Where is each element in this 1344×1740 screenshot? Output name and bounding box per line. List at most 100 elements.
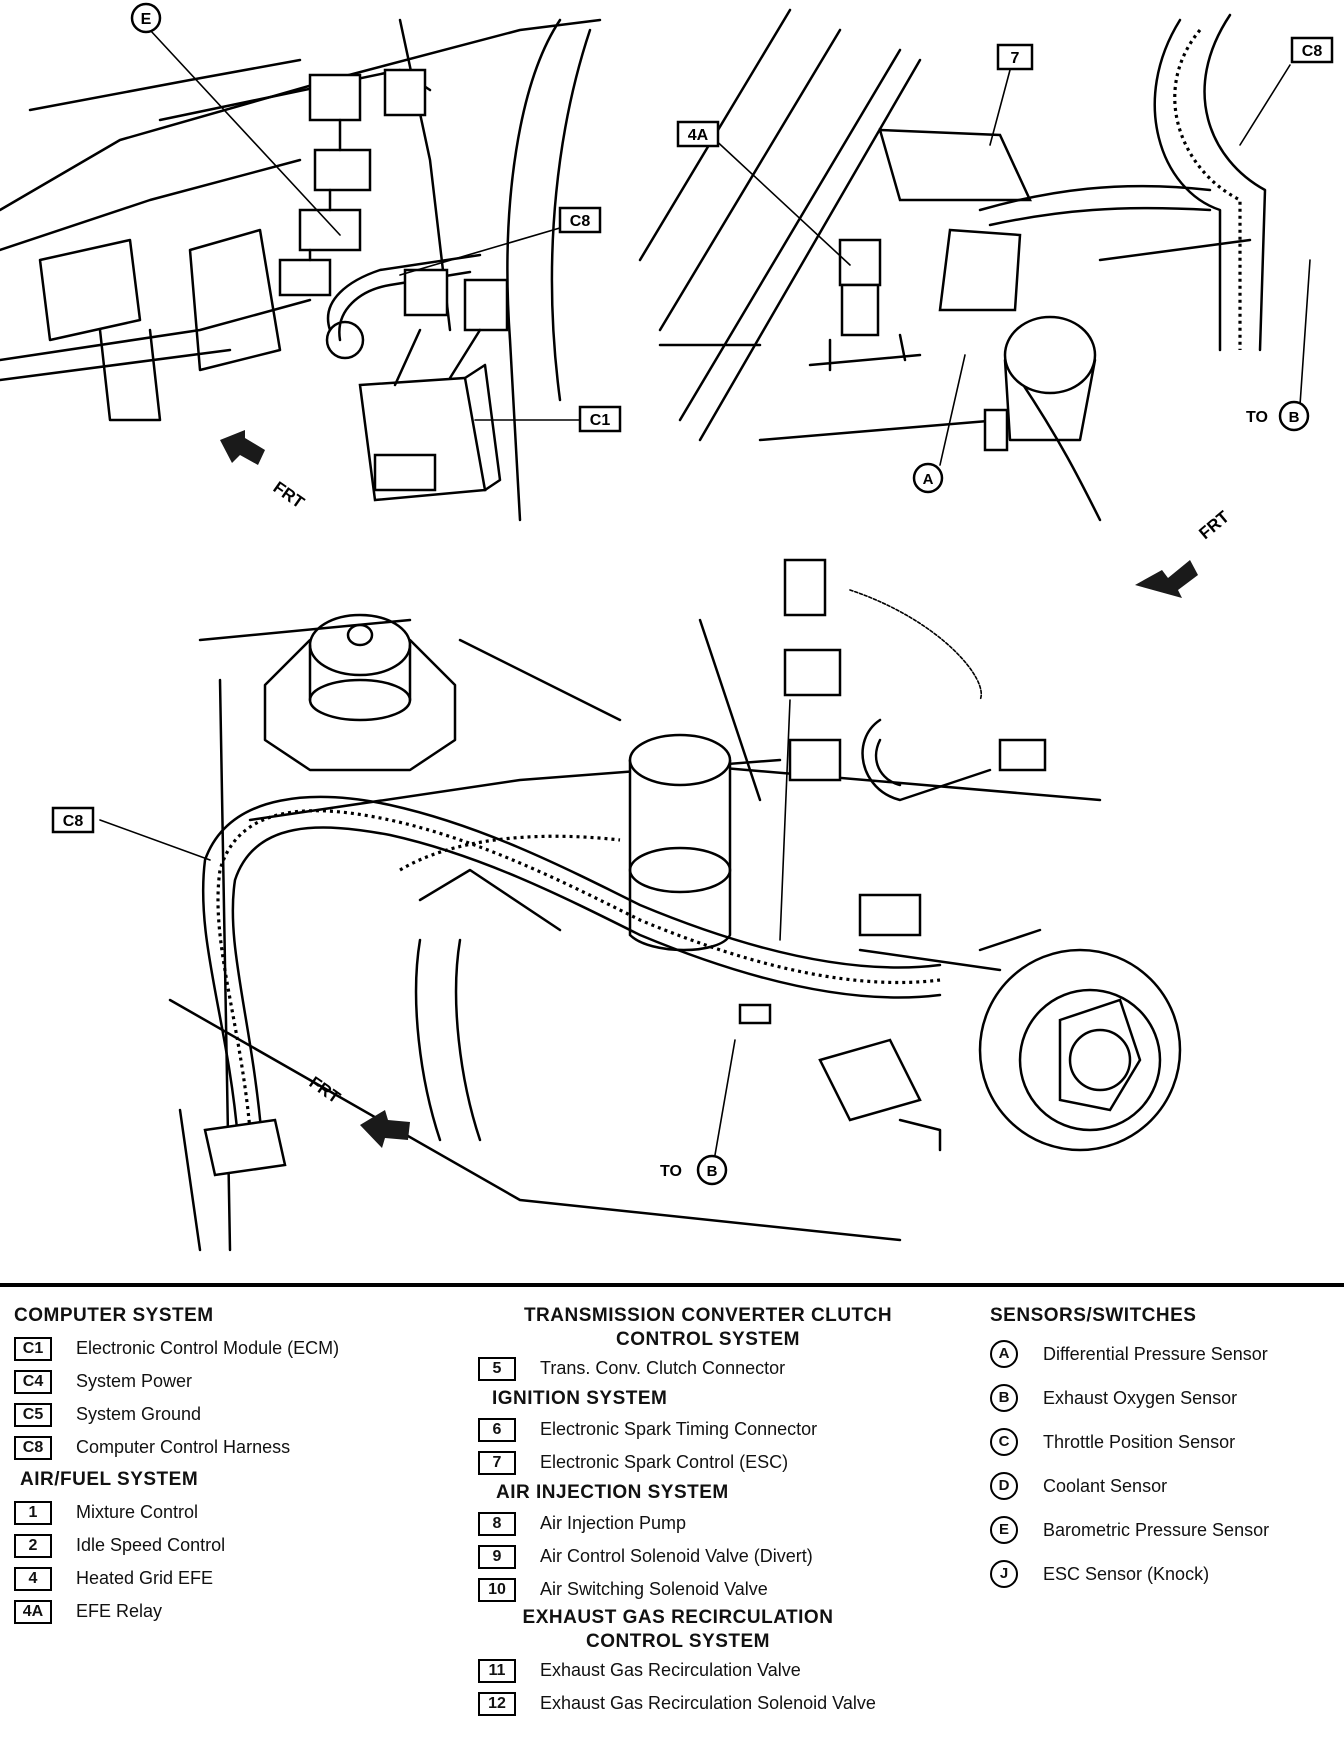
legend-item: 7 Electronic Spark Control (ESC)	[478, 1446, 958, 1479]
legend-item: 9 Air Control Solenoid Valve (Divert)	[478, 1540, 958, 1573]
legend-item-label: System Ground	[76, 1404, 202, 1424]
legend-item: E Barometric Pressure Sensor	[990, 1508, 1330, 1552]
legend-item-label: Air Injection Pump	[540, 1513, 687, 1533]
panel-firewall-relay: 7 4A C8 A TO B FRT	[638, 8, 1334, 598]
legend-code-box: 10	[478, 1577, 516, 1602]
legend-code-box: 11	[478, 1658, 516, 1683]
legend-item-label: Air Switching Solenoid Valve	[540, 1579, 768, 1599]
legend-item: C Throttle Position Sensor	[990, 1420, 1330, 1464]
legend-title-sensors-switches: SENSORS/SWITCHES	[990, 1305, 1197, 1326]
legend-item-label: Throttle Position Sensor	[1043, 1431, 1236, 1452]
legend-code-box: 5	[478, 1356, 516, 1381]
callout-a: A	[923, 471, 934, 488]
legend-item-label: Exhaust Gas Recirculation Valve	[540, 1660, 801, 1680]
legend-item: C4 System Power	[14, 1365, 454, 1398]
legend-code-circle: C	[990, 1428, 1018, 1456]
legend-item: A Differential Pressure Sensor	[990, 1332, 1330, 1376]
frt-label-bottom: FRT	[306, 1073, 344, 1108]
legend-item: C1 Electronic Control Module (ECM)	[14, 1332, 454, 1365]
legend-item: C5 System Ground	[14, 1398, 454, 1431]
front-arrow-icon	[220, 430, 265, 465]
legend-code-box: 12	[478, 1691, 516, 1716]
legend-code-box: C8	[14, 1435, 52, 1460]
legend-code-circle: E	[990, 1516, 1018, 1544]
legend-item-label: Computer Control Harness	[76, 1437, 291, 1457]
frt-label-top-right: FRT	[1195, 507, 1233, 543]
legend-item-label: Differential Pressure Sensor	[1043, 1343, 1268, 1364]
legend-code-box: C1	[14, 1336, 52, 1361]
to-label-bottom: TO	[660, 1163, 682, 1180]
legend-code-circle: B	[990, 1384, 1018, 1412]
legend-item-label: Exhaust Oxygen Sensor	[1043, 1387, 1238, 1408]
legend-title-ignition-system: IGNITION SYSTEM	[492, 1388, 668, 1409]
legend-code-circle: J	[990, 1560, 1018, 1588]
legend-divider	[0, 1283, 1344, 1287]
legend-item: C8 Computer Control Harness	[14, 1431, 454, 1464]
legend-item: 11 Exhaust Gas Recirculation Valve	[478, 1654, 958, 1687]
legend-title-transmission-line2: CONTROL SYSTEM	[616, 1329, 800, 1350]
legend-code-box: 7	[478, 1450, 516, 1475]
legend-code-circle: D	[990, 1472, 1018, 1500]
legend-title-computer-system: COMPUTER SYSTEM	[14, 1305, 214, 1326]
callout-b-top-right: B	[1289, 409, 1300, 426]
legend-item-label: EFE Relay	[76, 1601, 163, 1621]
legend-item-label: Heated Grid EFE	[76, 1568, 214, 1588]
legend-column-computer-airfuel: COMPUTER SYSTEM C1 Electronic Control Mod…	[14, 1304, 454, 1628]
legend-item-label: ESC Sensor (Knock)	[1043, 1563, 1210, 1584]
legend-code-box: 4	[14, 1566, 52, 1591]
legend-item: 5 Trans. Conv. Clutch Connector	[478, 1352, 958, 1385]
legend-item: 10 Air Switching Solenoid Valve	[478, 1573, 958, 1606]
callout-c8-bottom: C8	[63, 813, 84, 830]
legend-item-label: Trans. Conv. Clutch Connector	[540, 1358, 786, 1378]
callout-c1: C1	[590, 412, 611, 429]
legend-code-box: 2	[14, 1533, 52, 1558]
legend-code-box: 1	[14, 1500, 52, 1525]
legend-code-box: 4A	[14, 1599, 52, 1624]
legend-title-air-injection-system: AIR INJECTION SYSTEM	[496, 1482, 729, 1503]
legend-item-label: Electronic Control Module (ECM)	[76, 1338, 340, 1358]
legend-title-egr-line2: CONTROL SYSTEM	[586, 1631, 770, 1652]
callout-c8-top-left: C8	[570, 213, 591, 230]
legend-item-label: Exhaust Gas Recirculation Solenoid Valve	[540, 1693, 876, 1713]
callout-c8-top-right: C8	[1302, 43, 1323, 60]
front-arrow-icon	[360, 1110, 410, 1148]
legend-column-sensors: SENSORS/SWITCHES A Differential Pressure …	[990, 1304, 1330, 1596]
frt-label-top-left: FRT	[270, 478, 308, 513]
callout-e: E	[141, 11, 152, 28]
legend-item: 1 Mixture Control	[14, 1496, 454, 1529]
legend-item: D Coolant Sensor	[990, 1464, 1330, 1508]
panel-engine-compartment: C8 TO B FRT	[51, 558, 1182, 1252]
component-locator-diagram: E C8 C1 FRT	[0, 2, 1334, 1252]
front-arrow-icon	[1135, 560, 1198, 598]
legend-code-circle: A	[990, 1340, 1018, 1368]
legend-item-label: Coolant Sensor	[1043, 1475, 1168, 1496]
legend-item-label: Mixture Control	[76, 1502, 199, 1522]
legend-item-label: Electronic Spark Control (ESC)	[540, 1452, 789, 1472]
legend-item: 12 Exhaust Gas Recirculation Solenoid Val…	[478, 1687, 958, 1720]
legend-item-label: Electronic Spark Timing Connector	[540, 1419, 818, 1439]
legend-item-label: Air Control Solenoid Valve (Divert)	[540, 1546, 813, 1566]
panel-dashboard-ecm: E C8 C1 FRT	[0, 2, 622, 522]
legend-item: 4 Heated Grid EFE	[14, 1562, 454, 1595]
legend-title-transmission-line1: TRANSMISSION CONVERTER CLUTCH	[523, 1305, 893, 1326]
legend-code-box: 8	[478, 1511, 516, 1536]
callout-7: 7	[1011, 50, 1020, 67]
legend-code-box: C5	[14, 1402, 52, 1427]
legend-item: B Exhaust Oxygen Sensor	[990, 1376, 1330, 1420]
to-label-top-right: TO	[1246, 409, 1268, 426]
callout-4a: 4A	[688, 127, 709, 144]
legend-item-label: Barometric Pressure Sensor	[1043, 1519, 1270, 1540]
legend-column-transmission-ignition-egr: TRANSMISSION CONVERTER CLUTCH CONTROL SY…	[478, 1304, 958, 1720]
legend-code-box: 6	[478, 1417, 516, 1442]
legend-item-label: Idle Speed Control	[76, 1535, 226, 1555]
legend-item: J ESC Sensor (Knock)	[990, 1552, 1330, 1596]
legend-item: 2 Idle Speed Control	[14, 1529, 454, 1562]
callout-b-bottom: B	[707, 1163, 718, 1180]
legend-item: 6 Electronic Spark Timing Connector	[478, 1413, 958, 1446]
legend-item: 8 Air Injection Pump	[478, 1507, 958, 1540]
legend-title-air-fuel-system: AIR/FUEL SYSTEM	[20, 1469, 199, 1490]
legend-code-box: 9	[478, 1544, 516, 1569]
legend-code-box: C4	[14, 1369, 52, 1394]
legend-title-egr-line1: EXHAUST GAS RECIRCULATION	[522, 1607, 834, 1628]
legend-item-label: System Power	[76, 1371, 193, 1391]
